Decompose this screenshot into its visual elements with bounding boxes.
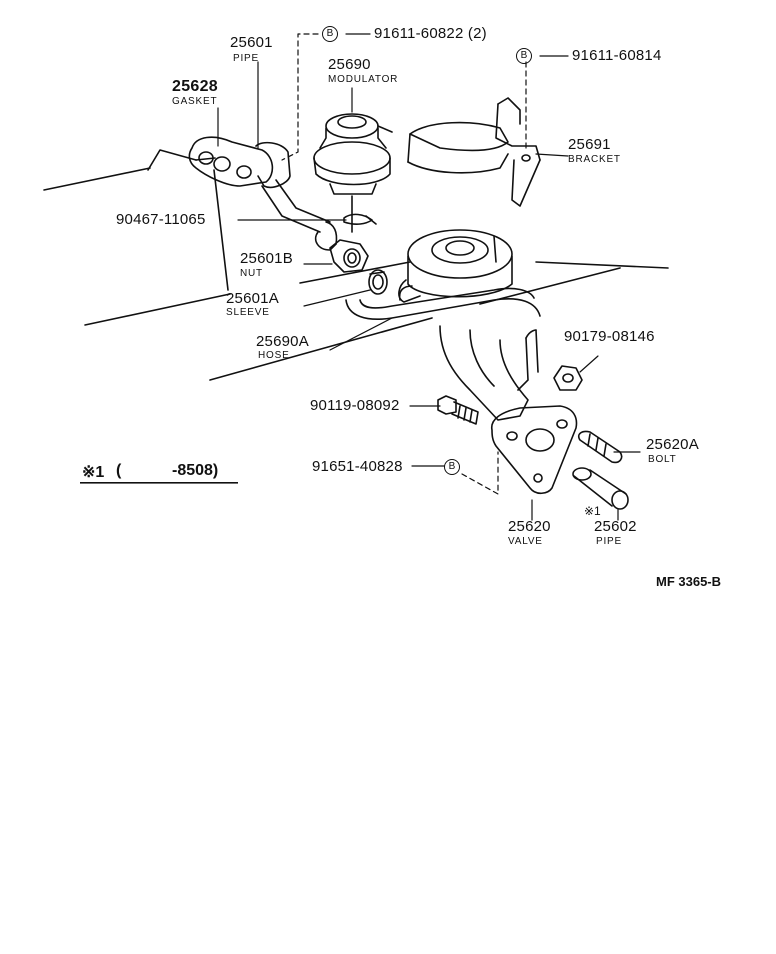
long-diagonal-line-2 bbox=[479, 267, 621, 305]
hose-shape bbox=[345, 285, 541, 320]
part-name-gasket: GASKET bbox=[172, 96, 218, 107]
footnote-range: -8508) bbox=[172, 462, 219, 479]
pipe-25602-shape bbox=[572, 467, 629, 510]
part-number-25601: 25601 bbox=[230, 34, 273, 51]
long-diagonal-line bbox=[209, 317, 433, 381]
footnote-paren: ( bbox=[116, 462, 122, 479]
nut-shape bbox=[329, 239, 369, 273]
flange-bolt-shape bbox=[437, 395, 479, 425]
lower-manifold-edge bbox=[84, 293, 231, 326]
bolt-symbol-icon: B bbox=[444, 459, 460, 475]
fastener-code-90179-08146: 90179-08146 bbox=[564, 328, 655, 345]
modulator-shape bbox=[313, 113, 393, 233]
fastener-code-91611-60822: 91611-60822 (2) bbox=[374, 25, 487, 42]
marks bbox=[80, 482, 238, 484]
footnote-marker: ※1 bbox=[82, 464, 105, 481]
part-number-25602: 25602 bbox=[594, 518, 637, 535]
part-number-25628: 25628 bbox=[172, 78, 218, 95]
part-number-25690: 25690 bbox=[328, 56, 371, 73]
part-name-sleeve: SLEEVE bbox=[226, 307, 270, 318]
fastener-code-90119-08092: 90119-08092 bbox=[310, 397, 400, 414]
manifold-notch bbox=[147, 149, 197, 171]
part-number-25620: 25620 bbox=[508, 518, 551, 535]
part-name-modulator: MODULATOR bbox=[328, 74, 399, 85]
part-name-pipe: PIPE bbox=[233, 53, 259, 64]
part-name-hose: HOSE bbox=[258, 350, 290, 361]
fastener-code-91651-40828: 91651-40828 bbox=[312, 458, 403, 475]
part-number-25690a: 25690A bbox=[256, 333, 309, 350]
clip-shape bbox=[343, 213, 377, 225]
part-number-25601a: 25601A bbox=[226, 290, 279, 307]
bracket-shape bbox=[407, 97, 541, 207]
left-diagonal bbox=[213, 169, 229, 291]
hex-nut-shape bbox=[553, 365, 583, 391]
egr-valve-body bbox=[398, 229, 578, 495]
lower-manifold-edge-2 bbox=[299, 261, 411, 284]
part-name-pipe-2: PIPE bbox=[596, 536, 622, 547]
part-number-25620a: 25620A bbox=[646, 436, 699, 453]
fastener-code-90467-11065: 90467-11065 bbox=[116, 211, 206, 228]
pipe-25601-shape bbox=[255, 141, 338, 251]
upper-right-line bbox=[535, 261, 669, 269]
dashed-callouts bbox=[281, 33, 527, 495]
part-name-bracket: BRACKET bbox=[568, 154, 621, 165]
leader-lines bbox=[217, 33, 641, 521]
fastener-code-91611-60814: 91611-60814 bbox=[572, 47, 662, 64]
sleeve-shape bbox=[368, 269, 388, 295]
bolt-symbol-icon: B bbox=[322, 26, 338, 42]
part-name-bolt: BOLT bbox=[648, 454, 677, 465]
part-number-25691: 25691 bbox=[568, 136, 611, 153]
part-name-nut: NUT bbox=[240, 268, 263, 279]
upper-manifold-edge bbox=[43, 167, 151, 191]
gasket-shape bbox=[188, 136, 274, 187]
drawing-reference: MF 3365-B bbox=[656, 574, 722, 589]
part-25602-marker: ※1 bbox=[584, 504, 601, 518]
part-name-valve: VALVE bbox=[508, 536, 543, 547]
bolt-symbol-icon: B bbox=[516, 48, 532, 64]
stud-bolt-shape bbox=[577, 430, 623, 464]
part-number-25601b: 25601B bbox=[240, 250, 293, 267]
